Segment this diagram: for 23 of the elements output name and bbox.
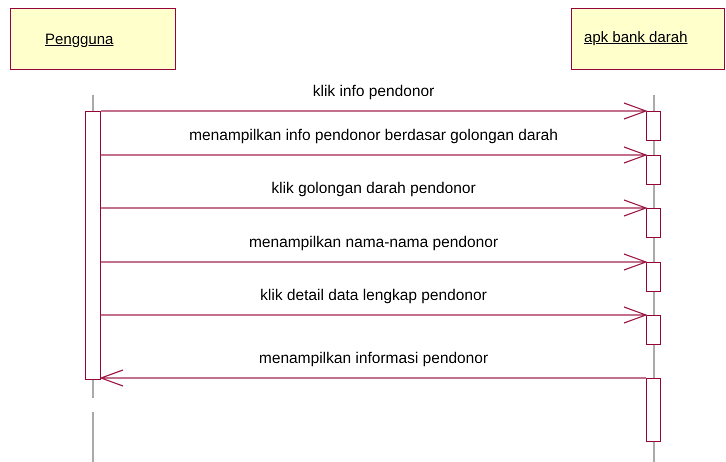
message-label: klik info pendonor — [310, 83, 436, 101]
activation-bar — [646, 111, 661, 141]
message-label: menampilkan nama-nama pendonor — [247, 234, 500, 252]
activation-bar — [646, 262, 661, 292]
message-arrow — [100, 369, 646, 387]
message-label: klik golongan darah pendonor — [269, 180, 478, 198]
message-arrow — [101, 306, 647, 324]
message-arrow — [101, 146, 647, 164]
activation-bar — [646, 378, 661, 442]
message-label: menampilkan info pendonor berdasar golongan darah — [187, 127, 560, 145]
lifeline-header — [571, 8, 725, 70]
activation-bar — [646, 315, 661, 345]
activation-bar — [646, 208, 661, 238]
message-label: menampilkan informasi pendonor — [256, 350, 490, 368]
message-arrow — [101, 253, 647, 271]
lifeline-header — [10, 8, 176, 70]
message-arrow — [101, 199, 647, 217]
message-label: klik detail data lengkap pendonor — [258, 287, 489, 305]
message-arrow — [101, 102, 647, 120]
activation-bar — [85, 111, 101, 380]
participant-name: apk bank darah — [584, 29, 688, 46]
participant-name: Pengguna — [45, 31, 114, 48]
activation-bar — [646, 155, 661, 185]
